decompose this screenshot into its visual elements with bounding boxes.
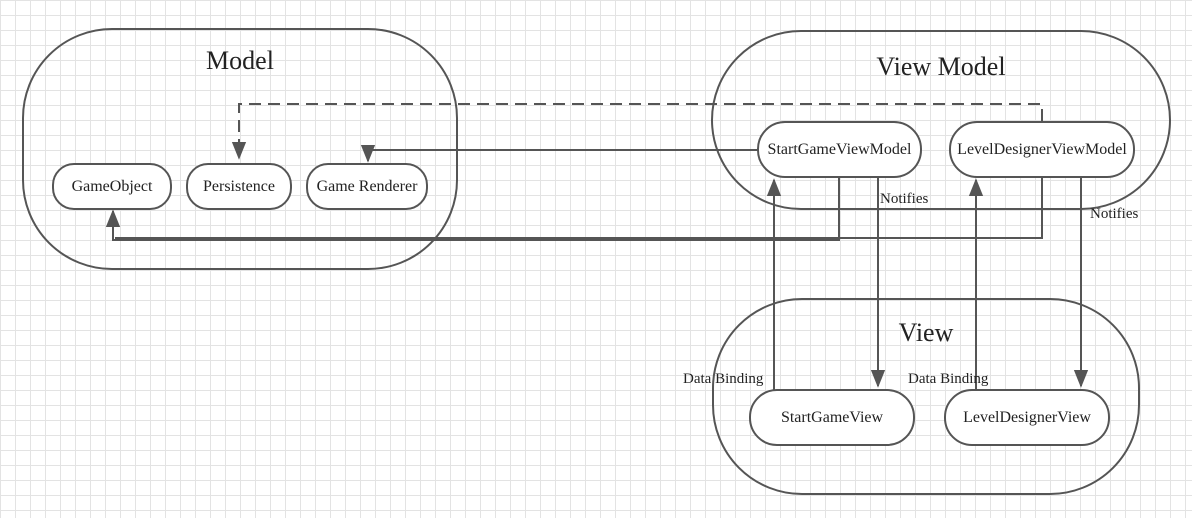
node-start-game-view[interactable]: StartGameView — [749, 389, 915, 446]
edge-leveldesignerviewmodel-to-gameobject — [115, 178, 1043, 239]
node-game-renderer[interactable]: Game Renderer — [306, 163, 428, 210]
view-container-title: View — [898, 318, 954, 347]
label-notifies-start: Notifies — [880, 191, 929, 207]
node-level-designer-view[interactable]: LevelDesignerView — [944, 389, 1110, 446]
label-data-binding-start: Data Binding — [683, 371, 764, 387]
label-data-binding-level: Data Binding — [908, 371, 989, 387]
node-start-game-view-model[interactable]: StartGameViewModel — [757, 121, 922, 178]
model-container-title: Model — [206, 46, 274, 75]
node-persistence[interactable]: Persistence — [186, 163, 292, 210]
node-level-designer-view-model[interactable]: LevelDesignerViewModel — [949, 121, 1135, 178]
edge-startgameviewmodel-to-gameobject — [105, 178, 840, 241]
label-notifies-level: Notifies — [1090, 206, 1139, 222]
view-model-container-title: View Model — [876, 52, 1006, 81]
edge-leveldesignerviewmodel-to-persistence — [231, 103, 1043, 160]
view-model-container: View Model — [711, 30, 1171, 210]
node-game-object[interactable]: GameObject — [52, 163, 172, 210]
edge-startgameviewmodel-to-gamerenderer — [360, 144, 758, 163]
view-container: View — [712, 298, 1140, 495]
